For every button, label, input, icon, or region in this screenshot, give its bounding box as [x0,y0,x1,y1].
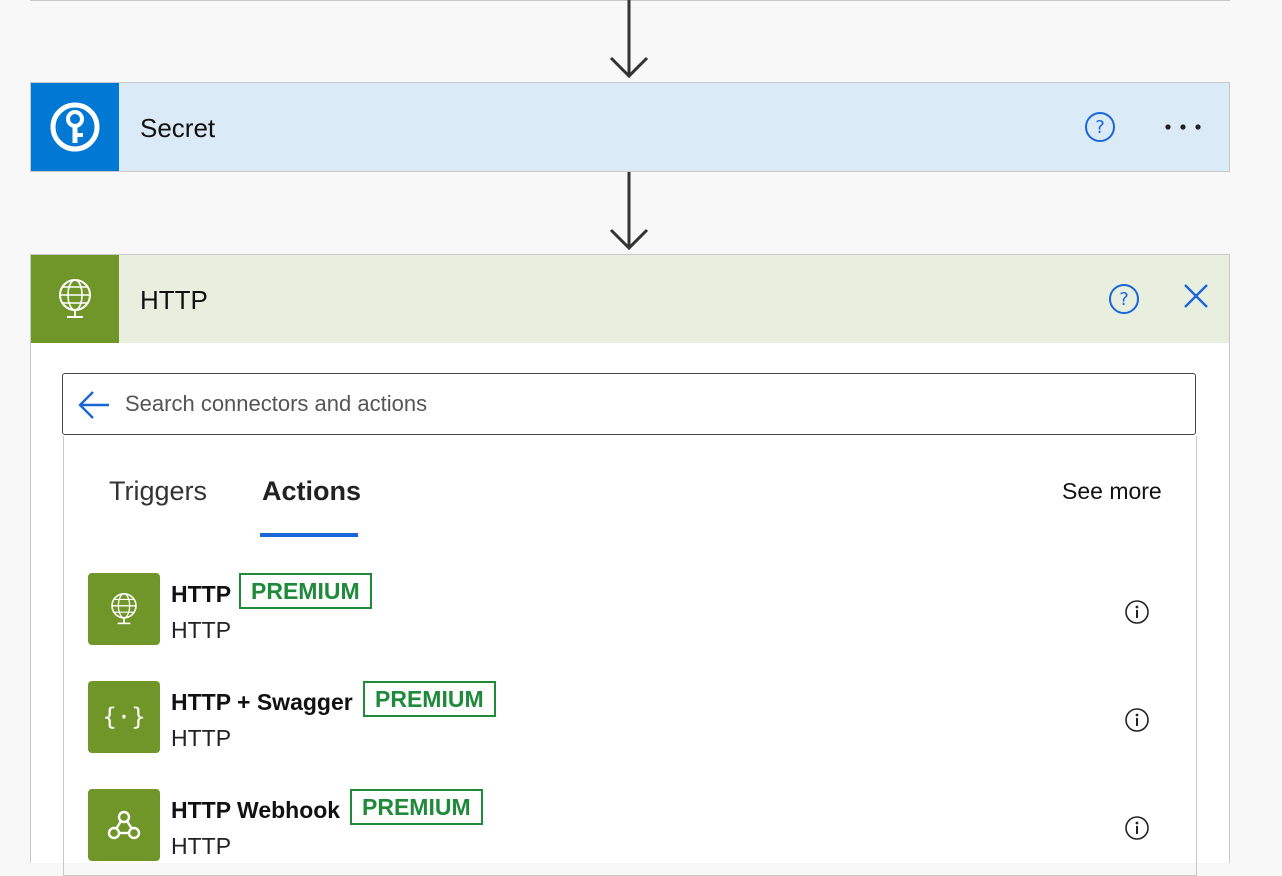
swagger-braces-icon: {·} [88,681,160,753]
premium-badge: PREMIUM [350,789,483,825]
action-item-http-webhook[interactable]: HTTP Webhook PREMIUM HTTP [88,789,1178,861]
action-connector: HTTP [171,617,232,643]
search-box [62,373,1196,435]
close-icon[interactable] [1181,281,1211,311]
svg-text:?: ? [1119,289,1129,310]
info-icon[interactable] [1124,707,1150,733]
help-icon[interactable]: ? [1083,110,1117,144]
info-icon[interactable] [1124,815,1150,841]
action-connector: HTTP [171,833,232,859]
action-connector: HTTP [171,725,232,751]
key-vault-icon [31,83,119,171]
premium-badge: PREMIUM [363,681,496,717]
action-name: HTTP Webhook [171,797,341,823]
globe-icon [31,255,119,343]
secret-step-card[interactable]: Secret ? [30,82,1230,172]
more-options-icon[interactable] [1161,116,1205,138]
globe-icon [88,573,160,645]
premium-badge: PREMIUM [239,573,372,609]
results-pane: Triggers Actions See more HTTP PREMIUM H… [63,436,1197,876]
webhook-icon [88,789,160,861]
back-arrow-icon[interactable] [77,388,111,422]
action-name: HTTP [171,581,232,607]
help-icon[interactable]: ? [1107,282,1141,316]
see-more-link[interactable]: See more [1062,478,1162,504]
tab-triggers[interactable]: Triggers [109,476,208,506]
flow-connector-arrow [609,0,649,79]
secret-step-title: Secret [140,113,216,143]
http-step-card[interactable]: HTTP ? [30,254,1230,343]
selected-tab-indicator [260,533,358,537]
action-picker-panel: Triggers Actions See more HTTP PREMIUM H… [30,343,1230,876]
info-icon[interactable] [1124,599,1150,625]
action-item-http[interactable]: HTTP PREMIUM HTTP [88,573,1178,645]
action-item-http-swagger[interactable]: {·} HTTP + Swagger PREMIUM HTTP [88,681,1178,753]
http-step-title: HTTP [140,285,208,315]
search-input[interactable] [123,380,1177,428]
tab-actions[interactable]: Actions [262,476,362,506]
svg-text:?: ? [1095,117,1105,138]
action-name: HTTP + Swagger [171,689,353,715]
svg-text:{·}: {·} [104,703,144,731]
flow-connector-arrow [609,172,649,251]
